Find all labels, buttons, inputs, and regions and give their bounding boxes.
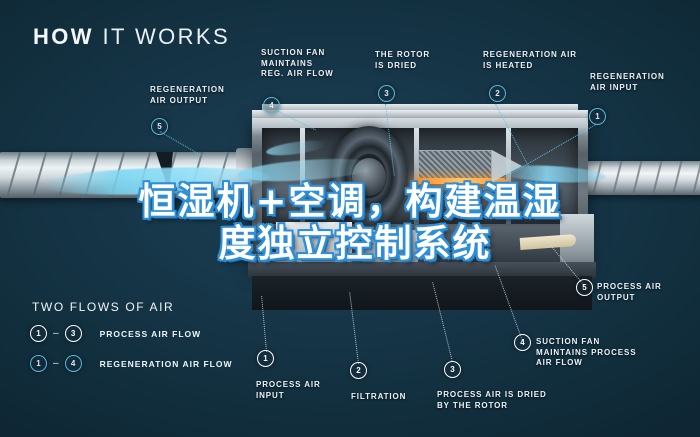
- legend-row-process-air-flow: 1 – 3 PROCESS AIR FLOW: [30, 325, 201, 342]
- callout-marker-2-regeneration[interactable]: 2: [489, 85, 506, 102]
- legend-row-regeneration-air-flow: 1 – 4 REGENERATION AIR FLOW: [30, 355, 232, 372]
- callout-marker-3-process[interactable]: 3: [444, 361, 461, 378]
- callout-marker-2-process[interactable]: 2: [350, 362, 367, 379]
- legend-dash: –: [53, 328, 59, 339]
- legend-marker-to: 3: [64, 325, 82, 342]
- page-title-light: IT WORKS: [102, 24, 231, 49]
- callout-1-regeneration-air-input-label: REGENERATION AIR INPUT: [590, 72, 665, 92]
- callout-marker-4-process[interactable]: 4: [514, 334, 531, 351]
- callout-1-process-air-input-label: PROCESS AIR INPUT: [256, 380, 321, 400]
- machine-base-shelf-illustration: [248, 262, 596, 278]
- callout-marker-1-process[interactable]: 1: [257, 350, 274, 367]
- machine-base-illustration: [252, 276, 592, 310]
- callout-marker-1-regeneration[interactable]: 1: [589, 108, 606, 125]
- callout-4-suction-fan-process-label: SUCTION FAN MAINTAINS PROCESS AIR FLOW: [536, 337, 637, 367]
- callout-5-regeneration-air-output-label: REGENERATION AIR OUTPUT: [150, 85, 225, 105]
- legend-marker-from: 1: [30, 325, 47, 342]
- callout-3-process-air-dried-label: PROCESS AIR IS DRIED BY THE ROTOR: [437, 390, 547, 410]
- callout-4-suction-fan-reg-label: SUCTION FAN MAINTAINS REG. AIR FLOW: [261, 48, 334, 78]
- page-title-bold: HOW: [33, 24, 94, 49]
- callout-marker-5-regeneration[interactable]: 5: [151, 118, 168, 135]
- legend-title: TWO FLOWS OF AIR: [32, 300, 175, 314]
- legend-label-process-air-flow: PROCESS AIR FLOW: [99, 328, 202, 339]
- callout-2-regeneration-heated-label: REGENERATION AIR IS HEATED: [483, 50, 577, 70]
- callout-marker-4-regeneration[interactable]: 4: [263, 97, 280, 114]
- callout-5-process-air-output-label: PROCESS AIR OUTPUT: [597, 282, 662, 302]
- callout-marker-3-regeneration[interactable]: 3: [378, 85, 395, 102]
- legend-label-regeneration-air-flow: REGENERATION AIR FLOW: [99, 358, 233, 369]
- legend-marker-to: 4: [64, 355, 82, 372]
- cabinet-partition-illustration: [414, 128, 419, 224]
- filter-mesh-illustration: [418, 150, 492, 180]
- cabinet-top-trim-illustration: [262, 104, 578, 112]
- page-title: HOW IT WORKS: [33, 24, 230, 50]
- legend-dash: –: [53, 358, 59, 369]
- callout-2-filtration-label: FILTRATION: [351, 392, 407, 401]
- legend-marker-from: 1: [30, 355, 47, 372]
- callout-3-rotor-dried-label: THE ROTOR IS DRIED: [375, 50, 431, 70]
- heater-element-illustration: [414, 178, 506, 184]
- callout-marker-5-process[interactable]: 5: [576, 279, 593, 296]
